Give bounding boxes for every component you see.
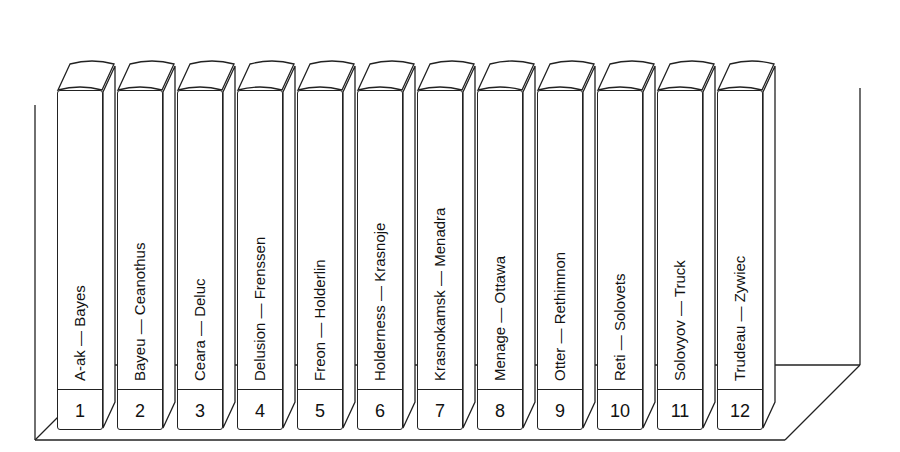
volume-number: 11 (658, 401, 702, 421)
book-top (298, 61, 354, 90)
book-side (163, 66, 175, 428)
book-side (703, 66, 715, 428)
shelf-left-wall (34, 105, 35, 440)
volume-number: 1 (58, 401, 102, 421)
volume-number: 10 (598, 401, 642, 421)
volume-range: Menage — Ottawa (491, 256, 509, 381)
book-spine: Otter — Rethimnon 9 (537, 90, 583, 430)
book-side (463, 66, 475, 428)
book-top (598, 61, 654, 90)
volume-range: Solovyov — Truck (671, 260, 689, 381)
book-spine: Freon — Holderlin 5 (297, 90, 343, 430)
spine-divider (658, 389, 702, 390)
volume-number: 8 (478, 401, 522, 421)
spine-divider (298, 389, 342, 390)
volume-range: Krasnokamsk — Menadra (431, 208, 449, 381)
book-top (358, 61, 414, 90)
book-side (523, 66, 535, 428)
volume-range: A-ak — Bayes (71, 285, 89, 381)
book-side (283, 66, 295, 428)
book-side (763, 66, 775, 428)
spine-divider (238, 389, 282, 390)
volume-number: 9 (538, 401, 582, 421)
volume-range: Otter — Rethimnon (551, 252, 569, 381)
shelf-right-edge (785, 365, 860, 440)
spine-divider (538, 389, 582, 390)
book-spine: A-ak — Bayes 1 (57, 90, 103, 430)
spine-divider (418, 389, 462, 390)
book-side (343, 66, 355, 428)
volume-range: Ceara — Deluc (191, 278, 209, 381)
book-top (718, 61, 774, 90)
book-spine: Menage — Ottawa 8 (477, 90, 523, 430)
spine-divider (358, 389, 402, 390)
book-top (58, 61, 114, 90)
book-top (478, 61, 534, 90)
volume-range: Freon — Holderlin (311, 259, 329, 381)
book-top (118, 61, 174, 90)
shelf-back-wall (859, 88, 860, 365)
volume-number: 2 (118, 401, 162, 421)
volume-number: 4 (238, 401, 282, 421)
book-spine: Reti — Solovets 10 (597, 90, 643, 430)
book-side (583, 66, 595, 428)
book-side (403, 66, 415, 428)
book-spine: Bayeu — Ceanothus 2 (117, 90, 163, 430)
volume-range: Bayeu — Ceanothus (131, 243, 149, 381)
book-top (418, 61, 474, 90)
book-side (643, 66, 655, 428)
shelf-front-edge (35, 439, 785, 440)
book-top (238, 61, 294, 90)
spine-divider (118, 389, 162, 390)
volume-range: Holderness — Krasnoje (371, 223, 389, 381)
spine-divider (718, 389, 762, 390)
book-spine: Trudeau — Zywiec 12 (717, 90, 763, 430)
book-top (658, 61, 714, 90)
volume-number: 3 (178, 401, 222, 421)
book-spine: Solovyov — Truck 11 (657, 90, 703, 430)
spine-divider (478, 389, 522, 390)
spine-divider (598, 389, 642, 390)
book-spine: Ceara — Deluc 3 (177, 90, 223, 430)
book-side (223, 66, 235, 428)
spine-divider (178, 389, 222, 390)
volume-range: Trudeau — Zywiec (731, 256, 749, 381)
book-top (538, 61, 594, 90)
book-spine: Delusion — Frenssen 4 (237, 90, 283, 430)
volume-range: Reti — Solovets (611, 273, 629, 381)
book-side (103, 66, 115, 428)
volume-number: 12 (718, 401, 762, 421)
volume-number: 6 (358, 401, 402, 421)
volume-number: 5 (298, 401, 342, 421)
book-top (178, 61, 234, 90)
book-spine: Holderness — Krasnoje 6 (357, 90, 403, 430)
volume-range: Delusion — Frenssen (251, 237, 269, 381)
book-spine: Krasnokamsk — Menadra 7 (417, 90, 463, 430)
volume-number: 7 (418, 401, 462, 421)
spine-divider (58, 389, 102, 390)
